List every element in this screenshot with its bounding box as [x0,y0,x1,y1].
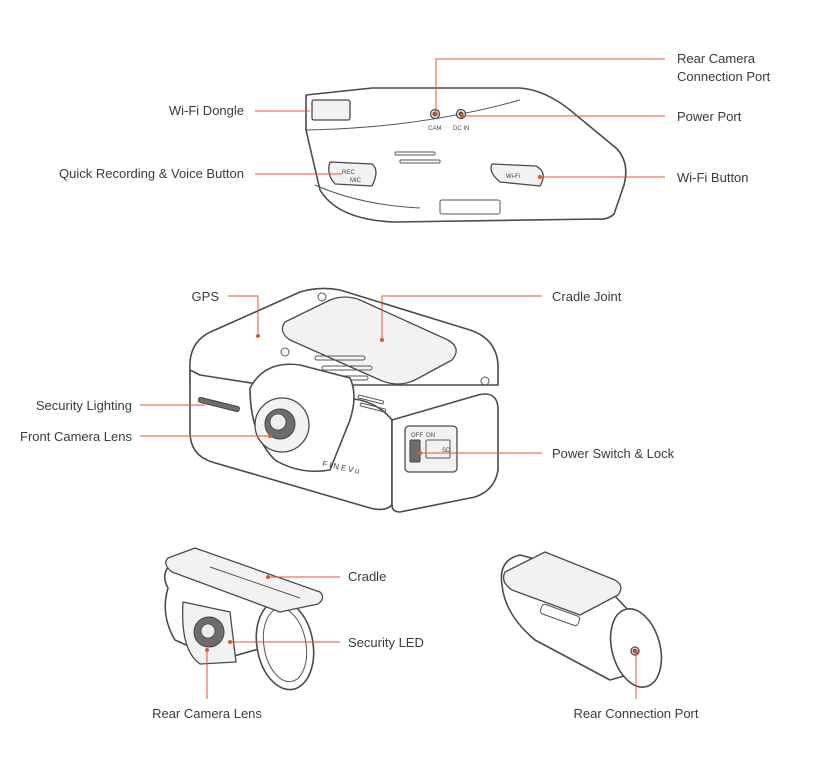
top-leaders [255,58,665,179]
dashcam-main-body: FINEVu OFF ON SD [189,287,499,513]
label-security-lighting: Security Lighting [36,398,132,413]
label-rear-camera-connection-port-1: Rear Camera [677,51,756,66]
on-marking: ON [426,433,435,439]
label-power-switch-lock: Power Switch & Lock [552,446,675,461]
power-switch-slider [409,439,421,463]
rear-front-leaders [205,575,340,699]
dashcam-top-view: CAM DC IN REC MIC Wi-Fi [305,87,627,223]
off-marking: OFF [411,433,423,439]
dc-in-marking: DC IN [453,126,469,132]
label-security-led: Security LED [348,635,424,650]
security-lighting-slot [197,396,240,413]
rec-mic-button-shape [328,161,377,187]
wifi-marking: Wi-Fi [506,174,520,180]
label-rear-camera-connection-port-2: Connection Port [677,69,771,84]
cradle-joint-shape [281,296,457,385]
label-cradle-joint: Cradle Joint [552,289,622,304]
middle-leaders [140,295,542,455]
rear-camera-front-view [163,547,324,691]
label-rear-connection-port: Rear Connection Port [573,706,698,721]
wifi-button-shape [490,163,544,187]
rear-cradle-shape [165,547,324,613]
rear-back-leaders [634,650,638,699]
rear-camera-back-view [500,551,663,688]
label-quick-recording-voice-button: Quick Recording & Voice Button [59,166,244,181]
label-wifi-dongle: Wi-Fi Dongle [169,103,244,118]
sd-marking: SD [442,448,451,454]
cam-marking: CAM [428,126,441,132]
rec-marking: REC [342,170,355,176]
label-power-port: Power Port [677,109,742,124]
label-wifi-button: Wi-Fi Button [677,170,749,185]
wifi-dongle-shape [311,99,351,121]
label-cradle: Cradle [348,569,386,584]
label-gps: GPS [192,289,220,304]
mic-marking: MIC [350,178,362,184]
rear-back-cradle-shape [502,551,622,616]
label-rear-camera-lens: Rear Camera Lens [152,706,262,721]
label-front-camera-lens: Front Camera Lens [20,429,132,444]
